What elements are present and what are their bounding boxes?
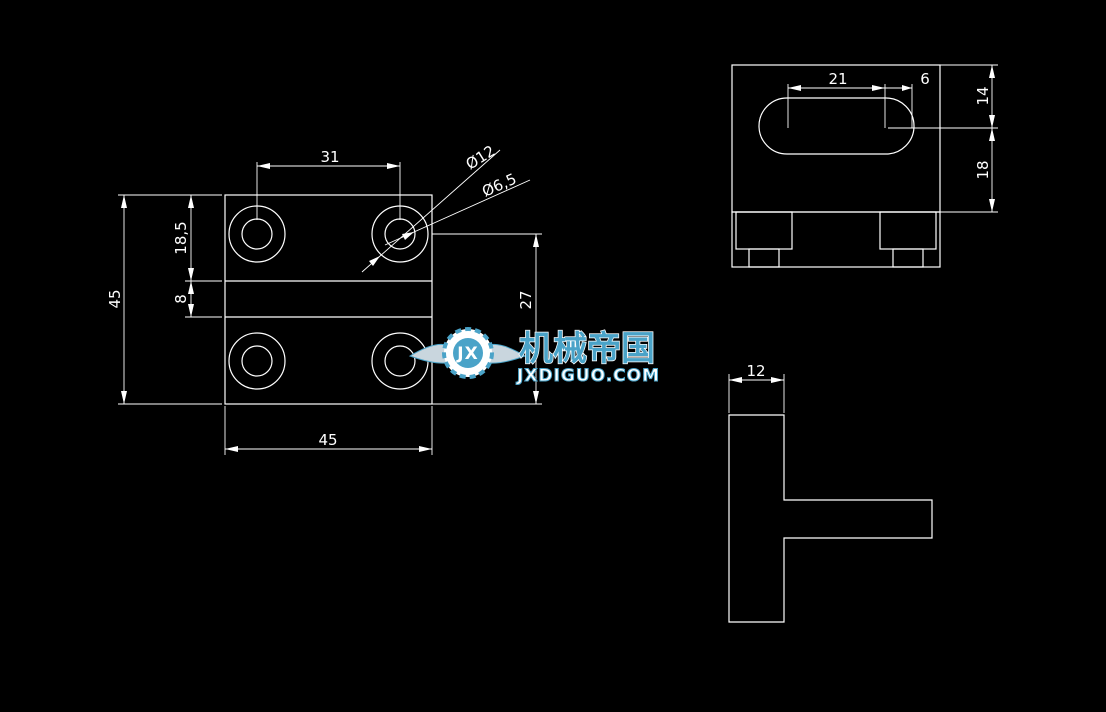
foot-right-stub: [892, 248, 924, 268]
dim-dia-6-5: Ø6,5: [479, 170, 519, 201]
foot-left: [735, 211, 793, 250]
hole-through: [384, 345, 416, 377]
dim-6: 6: [920, 70, 930, 88]
plate-outline: [224, 194, 433, 405]
t-profile: [728, 414, 933, 623]
slot-outline: [758, 97, 915, 155]
hole-through: [241, 345, 273, 377]
hole-through: [241, 218, 273, 250]
t-view: 12: [728, 362, 933, 623]
dim-18-5: 18,5: [172, 221, 190, 254]
side-view: 21 6 14 18: [731, 64, 998, 268]
dim-dia-12: Ø12: [463, 142, 499, 174]
logo-badge: JX: [456, 344, 478, 364]
dim-18: 18: [974, 160, 992, 179]
top-view: 31 45 18,5 8 27 45: [106, 142, 542, 455]
dim-31: 31: [320, 148, 339, 166]
hole-counterbore: [371, 332, 429, 390]
watermark-logo: JX 机械帝国 JXDIGUO.COM: [408, 327, 660, 387]
foot-left-stub: [748, 248, 780, 268]
watermark-cn: 机械帝国: [519, 329, 655, 369]
dim-21: 21: [828, 70, 847, 88]
dim-8: 8: [172, 294, 190, 304]
watermark-en: JXDIGUO.COM: [516, 366, 660, 386]
dim-12: 12: [746, 362, 765, 380]
dim-45-horizontal: 45: [318, 431, 337, 449]
dim-14: 14: [974, 86, 992, 105]
hole-counterbore: [228, 332, 286, 390]
foot-right: [879, 211, 937, 250]
dim-45-vertical: 45: [106, 289, 124, 308]
base-outline: [731, 211, 941, 268]
dim-27: 27: [517, 290, 535, 309]
